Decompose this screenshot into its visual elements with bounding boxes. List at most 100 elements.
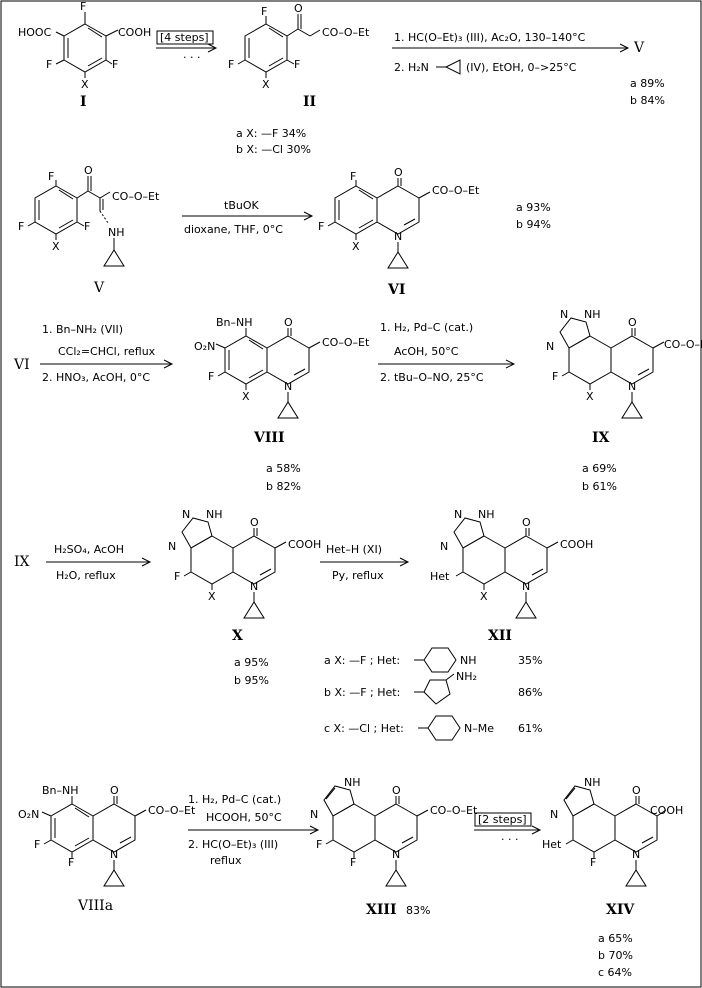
reaction-arrow-9: [2 steps] . . .: [474, 812, 542, 843]
reaction-conditions: Py, reflux: [332, 569, 384, 582]
benzene-ring: [63, 23, 107, 73]
reaction-conditions: 1. HC(O–Et)₃ (III), Ac₂O, 130–140°C: [394, 31, 586, 44]
atom-f: F: [46, 58, 52, 71]
atom-hooc: HOOC: [18, 26, 52, 39]
reaction-conditions: H₂SO₄, AcOH: [54, 543, 124, 556]
atom-f: F: [80, 0, 86, 13]
reaction-conditions: Het–H (XI): [326, 543, 382, 556]
atom-nh: NH: [584, 308, 601, 321]
atom-o: O: [250, 516, 259, 529]
cyclopropyl-ring: [103, 869, 125, 887]
yield-c-conditions: c X: —Cl ; Het:: [324, 722, 404, 735]
yield-c: c 64%: [598, 966, 632, 979]
compound-X: N NH N O COOH F X N X a 95% b 95%: [168, 508, 321, 687]
atom-cooh: COOH: [118, 26, 151, 39]
atom-f: F: [316, 838, 322, 851]
atom-f: F: [208, 370, 214, 383]
pyridone-ring: [232, 535, 276, 585]
imidazole-ring: [563, 785, 595, 817]
ring-atom: NH: [460, 654, 477, 667]
triazole-ring: [181, 517, 213, 549]
atom-no2: O₂N: [18, 808, 39, 821]
atom-x: X: [81, 78, 89, 91]
reaction-conditions: 1. Bn–NH₂ (VII): [42, 323, 123, 336]
yield-b: b 84%: [630, 94, 665, 107]
compound-label: VIII: [253, 430, 285, 446]
compound-V: F O CO–O–Et F F X NH V: [18, 164, 160, 296]
pyridone-ring: [504, 535, 548, 585]
ester-group: CO–O–Et: [322, 26, 370, 39]
pyridone-ring: [92, 803, 136, 853]
atom-x: X: [208, 590, 216, 603]
carboxylic-acid: COOH: [288, 538, 321, 551]
atom-n: N: [440, 540, 448, 553]
pyrrolidine-ring: [423, 679, 451, 705]
reaction-arrow-2: 1. HC(O–Et)₃ (III), Ac₂O, 130–140°C 2. H…: [392, 31, 665, 107]
atom-bn-nh: Bn–NH: [216, 316, 253, 329]
atom-x: X: [586, 390, 594, 403]
atom-n: N: [628, 380, 636, 393]
triazole-ring: [453, 517, 485, 549]
cyclopropyl-ring: [515, 601, 537, 619]
compound-XIII: NH N O CO–O–Et F F N XIII 83%: [310, 776, 478, 918]
cyclopropyl-ring: [277, 401, 299, 419]
atom-f: F: [350, 856, 356, 869]
atom-o: O: [628, 316, 637, 329]
compound-XII: N NH N O COOH Het X N XII: [430, 508, 593, 644]
reaction-arrow-7: Het–H (XI) Py, reflux: [320, 543, 410, 582]
atom-n: N: [310, 808, 318, 821]
compound-label: XIII: [366, 902, 397, 918]
benzene-ring: [462, 535, 506, 585]
reaction-conditions: 2. H₂N: [394, 61, 429, 74]
atom-f: F: [261, 5, 267, 18]
start-label: IX: [14, 554, 30, 570]
reaction-arrow-4: 1. Bn–NH₂ (VII) CCl₂=CHCl, reflux 2. HNO…: [40, 323, 174, 384]
compound-label: XIV: [606, 902, 635, 918]
yield-c: 61%: [518, 722, 542, 735]
atom-n: N: [250, 580, 258, 593]
atom-f: F: [228, 58, 234, 71]
atom-no2: O₂N: [194, 340, 215, 353]
atom-x: X: [262, 78, 270, 91]
atom-o: O: [284, 316, 293, 329]
atom-f: F: [68, 856, 74, 869]
reaction-arrow-3: tBuOK dioxane, THF, 0°C: [182, 199, 314, 236]
cyclopropyl-ring: [103, 249, 125, 267]
atom-f: F: [350, 170, 356, 183]
cyclopropyl-ring: [243, 601, 265, 619]
reaction-conditions: reflux: [210, 854, 242, 867]
compound-label: VI: [387, 282, 405, 298]
atom-x: X: [242, 390, 250, 403]
reaction-conditions: [2 steps]: [478, 813, 527, 826]
compound-label: IX: [592, 430, 610, 446]
atom-o: O: [294, 2, 303, 15]
atom-o: O: [394, 166, 403, 179]
atom-nh: NH: [344, 776, 361, 789]
yield: 83%: [406, 904, 430, 917]
yield-a: a 89%: [630, 77, 665, 90]
benzene-ring: [244, 23, 288, 73]
compound-I: HOOC COOH F F F X I: [18, 0, 151, 110]
cyclopropyl-ring: [444, 59, 461, 75]
benzene-ring: [332, 803, 376, 853]
cyclopropyl-ring: [387, 251, 409, 269]
atom-x: X: [352, 240, 360, 253]
compound-label: VIIIa: [77, 898, 113, 914]
cyclopropyl-ring: [621, 401, 643, 419]
yield-b: b 61%: [582, 480, 617, 493]
carboxylic-acid: COOH: [560, 538, 593, 551]
atom-n: N: [632, 848, 640, 861]
product-label: V: [633, 40, 645, 56]
reaction-conditions: [4 steps]: [160, 31, 209, 44]
yield-b: b 70%: [598, 949, 633, 962]
atom-f: F: [294, 58, 300, 71]
atom-nh: NH: [584, 776, 601, 789]
yield-b: b 94%: [516, 218, 551, 231]
compound-label: II: [303, 94, 316, 110]
ring-atom: N–Me: [464, 722, 494, 735]
yield-table-XII: a X: —F ; Het: NH 35% b X: —F ; Het: NH₂…: [324, 647, 542, 741]
steps-box: [474, 812, 532, 827]
atom-n: N: [522, 580, 530, 593]
